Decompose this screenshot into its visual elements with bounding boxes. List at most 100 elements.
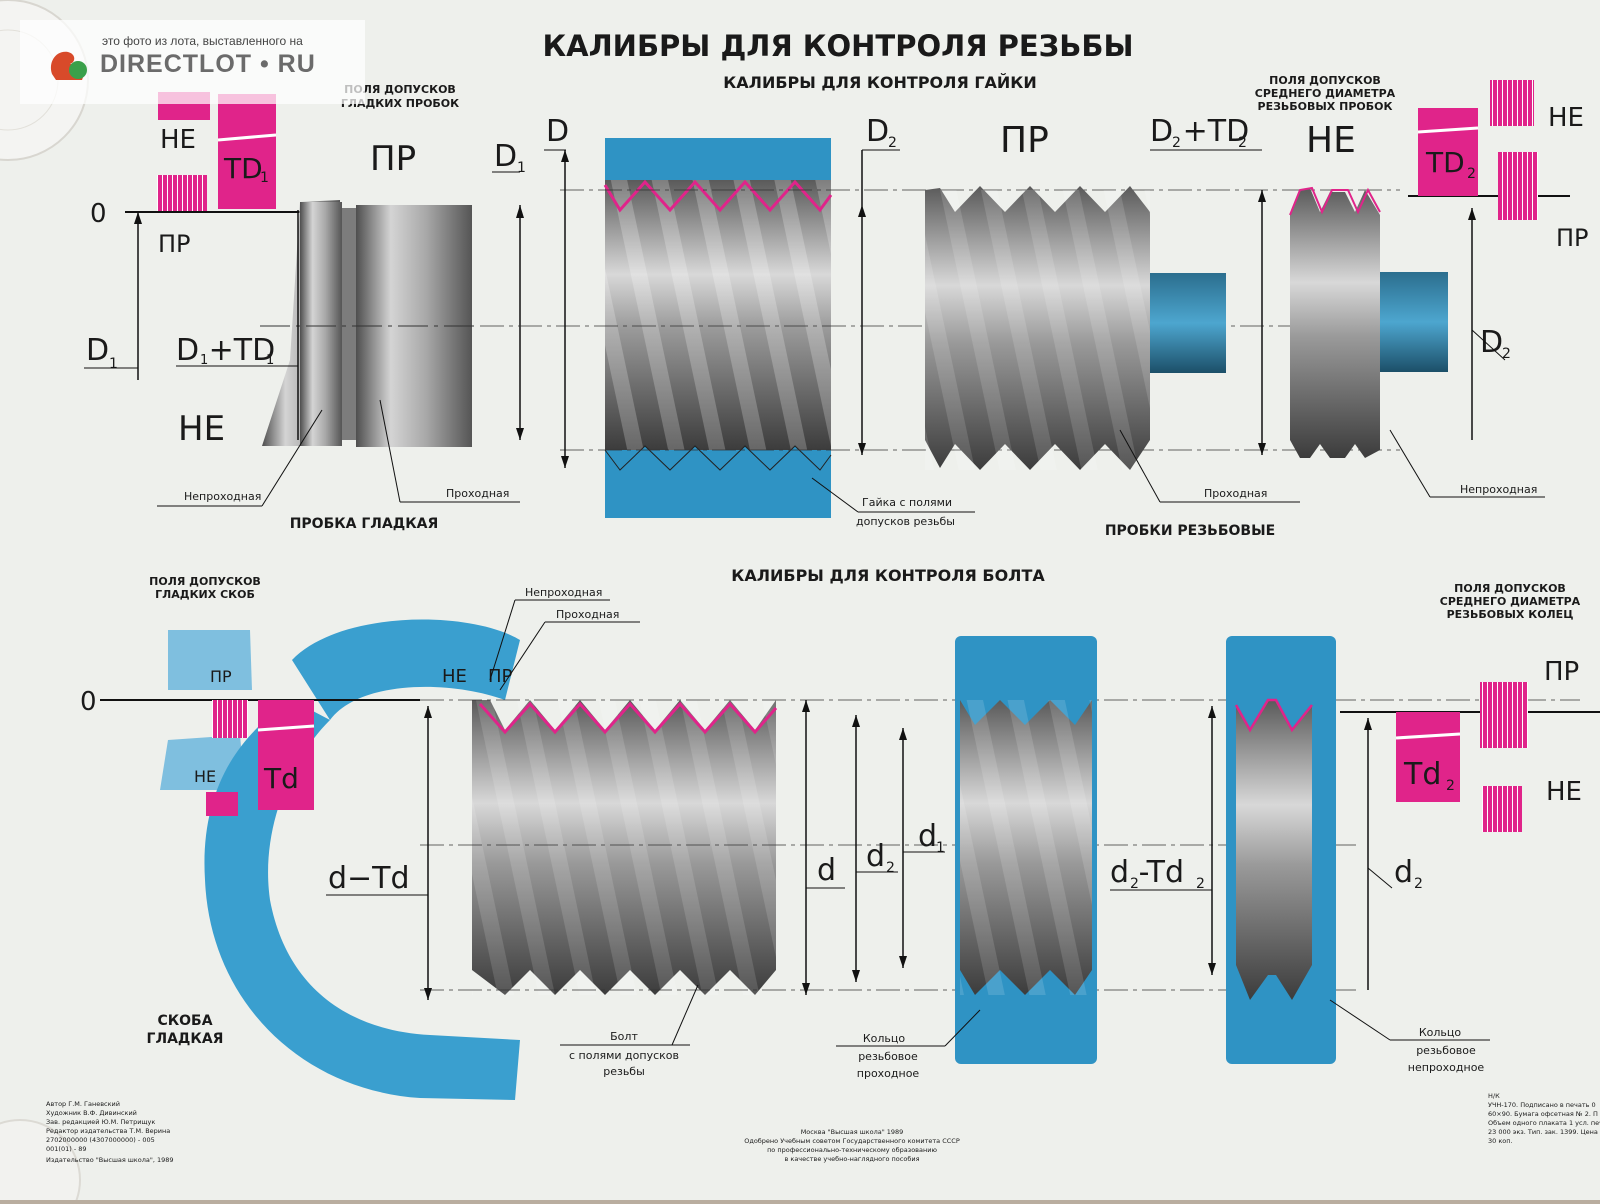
svg-text:УЧН-170. Подписано в печать 0: УЧН-170. Подписано в печать 0 (1488, 1101, 1596, 1109)
smooth-snap-gauge: ПР НЕ НЕ ПР 0 Td СКОБА ГЛАДКАЯ (80, 619, 520, 1100)
ne-tr-label: НЕ (1548, 103, 1584, 133)
smooth-plug-caption: ПРОБКА ГЛАДКАЯ (290, 516, 439, 532)
pass-bolt-label: Проходная (556, 608, 619, 621)
svg-text:Н/К: Н/К (1488, 1092, 1500, 1100)
poster-title: КАЛИБРЫ ДЛЯ КОНТРОЛЯ РЕЗЬБЫ (542, 29, 1133, 63)
d1-right-label: D (494, 139, 517, 174)
svg-text:2: 2 (1414, 876, 1423, 892)
nut-cross-section: D D 2 Гайка с полями допусков резьбы (480, 114, 1400, 528)
svg-text:СРЕДНЕГО ДИАМЕТРА: СРЕДНЕГО ДИАМЕТРА (1255, 87, 1396, 100)
svg-text:001(01) - 89: 001(01) - 89 (46, 1145, 87, 1153)
ne-br-label: НЕ (1546, 777, 1582, 807)
svg-text:Москва "Высшая школа" 1989: Москва "Высшая школа" 1989 (801, 1128, 904, 1136)
pr-gauge-small: ПР (210, 667, 232, 686)
svg-text:РЕЗЬБОВЫХ КОЛЕЦ: РЕЗЬБОВЫХ КОЛЕЦ (1447, 608, 1574, 621)
ring-nonpass-label-3: непроходное (1408, 1061, 1485, 1074)
pass-thread-plug-label: Проходная (1204, 487, 1267, 500)
thread-plug-pass: ПР Проходная (925, 120, 1300, 503)
thread-ring-tolerance-fields: Td 2 ПР НЕ d 2 (1340, 657, 1600, 990)
watermark-brand: DIRECTLOT • RU (100, 50, 316, 78)
bolt-label-3: резьбы (603, 1065, 645, 1078)
d-minus-td-label: d−Td (328, 861, 410, 896)
d2-bolt-label: d (866, 839, 885, 874)
non-pass-bolt-label: Непроходная (525, 586, 602, 599)
bolt-label-2: с полями допусков (569, 1049, 679, 1062)
svg-text:ПОЛЯ ДОПУСКОВ: ПОЛЯ ДОПУСКОВ (1454, 582, 1566, 595)
svg-text:Объем одного плаката 1 усл. пе: Объем одного плаката 1 усл. печ. л. (1488, 1119, 1600, 1127)
svg-text:ПОЛЯ ДОПУСКОВ: ПОЛЯ ДОПУСКОВ (344, 83, 456, 96)
smooth-gauge-tolerance-title: ПОЛЯ ДОПУСКОВ ГЛАДКИХ СКОБ (149, 575, 261, 601)
svg-text:СРЕДНЕГО ДИАМЕТРА: СРЕДНЕГО ДИАМЕТРА (1440, 595, 1581, 608)
d1-bolt-label: d (918, 819, 937, 854)
nut-label-line2: допусков резьбы (856, 515, 955, 528)
svg-text:Одобрено Учебным советом Госуд: Одобрено Учебным советом Государственног… (744, 1137, 960, 1145)
thread-plug-tolerance-title: ПОЛЯ ДОПУСКОВ СРЕДНЕГО ДИАМЕТРА РЕЗЬБОВЫ… (1255, 74, 1396, 113)
svg-text:1: 1 (936, 840, 945, 856)
svg-text:2702000000 (4307000000) - 005: 2702000000 (4307000000) - 005 (46, 1136, 155, 1144)
ne-gauge-small: НЕ (194, 767, 216, 786)
footer-publisher: Москва "Высшая школа" 1989 Одобрено Учеб… (744, 1128, 960, 1163)
d2-minus-td2-label: d -Td (1110, 855, 1184, 890)
svg-text:ПР: ПР (488, 666, 513, 687)
non-pass-smooth-label: Непроходная (184, 490, 261, 503)
smooth-plug-gauge: ПР D 1 D +TD 1 1 НЕ Непроходная Проходна… (157, 139, 526, 532)
d2-td2-label: D +TD (1150, 114, 1249, 149)
smooth-plug-tolerance-fields: НЕ TD 1 0 ПР D 1 (84, 92, 300, 380)
thread-plug-tolerance-fields: TD 2 НЕ ПР D 2 (1408, 80, 1589, 440)
svg-text:60×90. Бумага офсетная № 2. П: 60×90. Бумага офсетная № 2. П (1488, 1110, 1598, 1118)
svg-text:ПОЛЯ ДОПУСКОВ: ПОЛЯ ДОПУСКОВ (149, 575, 261, 588)
ne-thread-plug-label: НЕ (1306, 120, 1356, 161)
svg-text:30 коп.: 30 коп. (1488, 1137, 1513, 1145)
smooth-gauge-caption-1: СКОБА (157, 1013, 212, 1029)
svg-text:ГЛАДКИХ ПРОБОК: ГЛАДКИХ ПРОБОК (341, 97, 459, 110)
svg-text:23 000 экз. Тип. зак. 1399. Це: 23 000 экз. Тип. зак. 1399. Цена (1488, 1128, 1598, 1136)
svg-text:Издательство "Высшая школа", 1: Издательство "Высшая школа", 1989 (46, 1156, 174, 1164)
d2-nut-label: D (866, 114, 889, 149)
svg-text:РЕЗЬБОВЫХ ПРОБОК: РЕЗЬБОВЫХ ПРОБОК (1258, 100, 1393, 113)
svg-text:ГЛАДКИХ СКОБ: ГЛАДКИХ СКОБ (155, 588, 255, 601)
pass-smooth-label: Проходная (446, 487, 509, 500)
thread-plug-nonpass: D +TD 2 2 НЕ Непроходная ПРОБКИ РЕЗЬБОВЫ… (1105, 114, 1545, 539)
thread-plugs-caption: ПРОБКИ РЕЗЬБОВЫЕ (1105, 523, 1275, 539)
ring-nonpass-label-2: резьбовое (1416, 1044, 1476, 1057)
squirrel-logo-icon (50, 51, 87, 80)
svg-text:2: 2 (1502, 346, 1511, 362)
svg-text:1: 1 (200, 353, 208, 368)
d1-left-label: D (86, 333, 109, 368)
ring-pass-label-1: Кольцо (863, 1032, 906, 1045)
svg-text:2: 2 (1446, 778, 1455, 794)
d-nut-label: D (546, 114, 569, 149)
d1-td1-label: D +TD (176, 333, 275, 368)
svg-text:1: 1 (260, 170, 269, 186)
pr-smooth-label: ПР (370, 139, 416, 179)
svg-text:Автор Г.М. Ганевский: Автор Г.М. Ганевский (46, 1100, 120, 1108)
ne-smooth-label: НЕ (178, 409, 225, 449)
footer-print-info: Н/К УЧН-170. Подписано в печать 0 60×90.… (1488, 1092, 1600, 1145)
d-bolt-label: d (817, 853, 836, 888)
tape-roll-bottom (0, 1119, 81, 1204)
zero-bottom-label: 0 (80, 687, 97, 717)
svg-text:2: 2 (1196, 876, 1205, 892)
smooth-gauge-caption-2: ГЛАДКАЯ (147, 1031, 224, 1047)
svg-text:2: 2 (886, 860, 895, 876)
svg-text:2: 2 (888, 135, 897, 151)
pr-thread-plug-label: ПР (1000, 120, 1049, 161)
svg-text:Художник В.Ф. Дивинский: Художник В.Ф. Дивинский (46, 1109, 137, 1117)
td2-label: TD (1425, 146, 1465, 179)
footer-authors: Автор Г.М. Ганевский Художник В.Ф. Дивин… (46, 1100, 174, 1164)
non-pass-thread-plug-label: Непроходная (1460, 483, 1537, 496)
ring-nonpass-label-1: Кольцо (1419, 1026, 1462, 1039)
svg-text:по профессионально-техническом: по профессионально-техническому образова… (767, 1146, 937, 1154)
svg-text:1: 1 (266, 353, 274, 368)
nut-section-title: КАЛИБРЫ ДЛЯ КОНТРОЛЯ ГАЙКИ (723, 73, 1037, 92)
svg-text:Редактор издательства Т.М. Вер: Редактор издательства Т.М. Верина (46, 1127, 170, 1135)
svg-text:ПОЛЯ ДОПУСКОВ: ПОЛЯ ДОПУСКОВ (1269, 74, 1381, 87)
pr-tr-label: ПР (1556, 224, 1589, 252)
pr-label: ПР (158, 230, 191, 258)
ring-pass-label-3: проходное (857, 1067, 920, 1080)
zero-label: 0 (90, 199, 107, 229)
watermark-caption: это фото из лота, выставленного на (102, 34, 303, 48)
thread-ring-nonpass: d -Td 2 2 Кольцо резьбовое непроходное (1110, 636, 1490, 1074)
